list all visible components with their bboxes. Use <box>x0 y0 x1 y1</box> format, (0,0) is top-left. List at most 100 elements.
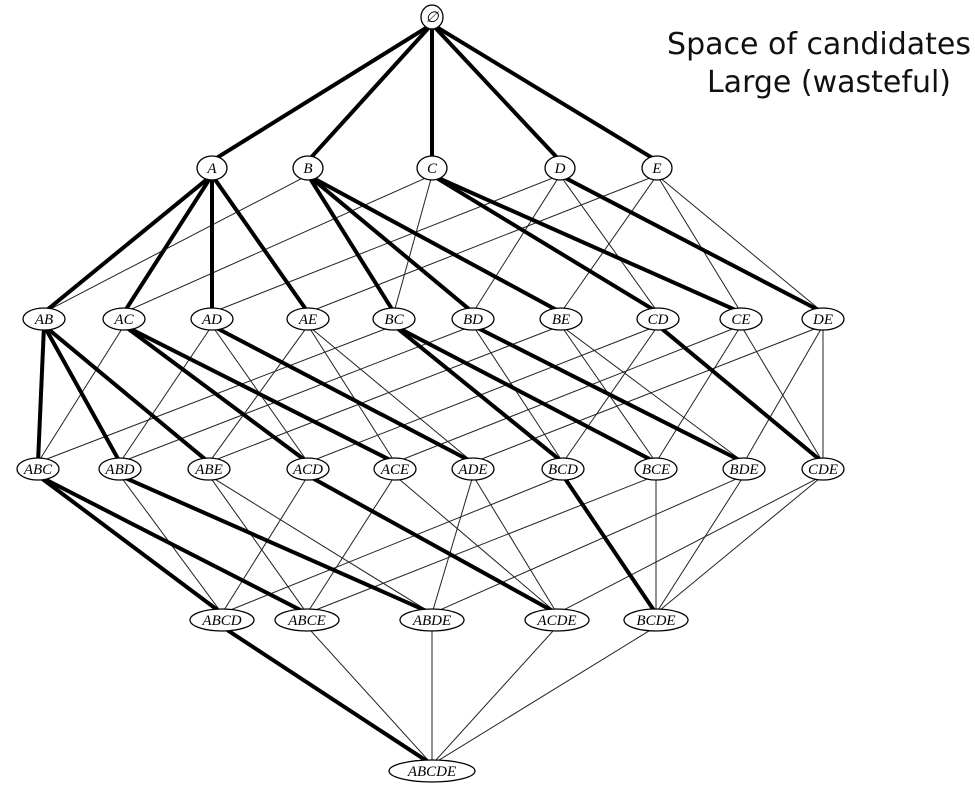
node-cde: CDE <box>801 457 845 481</box>
node-label: AE <box>298 312 317 328</box>
edge-bc-bcd <box>392 323 565 465</box>
node-label: C <box>427 161 438 177</box>
node-label: ABCE <box>287 613 326 629</box>
node-label: AC <box>113 312 134 328</box>
node-label: A <box>206 161 217 177</box>
edge-bc-bce <box>392 323 658 465</box>
edge-de-ade <box>472 325 824 463</box>
node-abde: ABDE <box>399 608 465 632</box>
node-shape <box>102 307 146 331</box>
node-c: C <box>416 155 448 181</box>
node-cd: CD <box>636 307 680 331</box>
edge-ace-acde <box>394 475 558 614</box>
edge-abce-abcde <box>306 626 433 765</box>
node-label: ABD <box>104 462 134 478</box>
node-bd: BD <box>451 307 495 331</box>
edge-ad-ade <box>210 323 475 465</box>
node-be: BE <box>539 307 583 331</box>
node-ace: ACE <box>373 457 417 481</box>
node-label: BC <box>384 312 404 328</box>
node-label: BCD <box>548 462 578 478</box>
node-label: BCDE <box>636 613 675 629</box>
node-label: DE <box>812 312 833 328</box>
node-shape <box>274 608 340 632</box>
node-shape <box>286 307 330 331</box>
edge-e-de <box>656 174 824 313</box>
edge-a-ab <box>42 173 214 315</box>
edge-cde-acde <box>556 475 824 614</box>
edge-ab-abe <box>42 323 211 465</box>
node-a: A <box>196 155 228 181</box>
node-abc: ABC <box>16 457 60 481</box>
node-shape <box>187 457 231 481</box>
edge-c-cd <box>430 173 660 315</box>
edge-empty-b <box>306 22 434 163</box>
node-shape <box>98 457 142 481</box>
node-label: AD <box>201 312 222 328</box>
node-d: D <box>544 155 576 181</box>
node-shape <box>292 155 324 181</box>
lattice-edges <box>36 22 825 767</box>
edge-ce-bce <box>655 325 742 463</box>
edge-c-ce <box>430 173 743 315</box>
node-abce: ABCE <box>274 608 340 632</box>
node-label: B <box>303 161 312 177</box>
edge-e-ae <box>307 174 658 313</box>
node-label: CE <box>731 312 750 328</box>
edge-cd-acd <box>307 325 659 463</box>
node-label: BDE <box>729 462 758 478</box>
node-shape <box>190 307 234 331</box>
edge-b-bc <box>306 173 396 315</box>
edge-bce-abce <box>306 475 657 614</box>
node-label: ACD <box>292 462 323 478</box>
node-ab: AB <box>22 307 66 331</box>
edge-bde-abde <box>431 475 745 614</box>
edge-abcd-abcde <box>220 624 434 767</box>
edge-ac-ace <box>122 323 397 465</box>
node-shape <box>16 457 60 481</box>
edge-acde-abcde <box>431 626 558 765</box>
edge-e-ce <box>656 174 742 313</box>
caption-title: Space of candidates <box>667 27 971 62</box>
node-label: ABCDE <box>407 764 456 780</box>
node-abd: ABD <box>98 457 142 481</box>
node-shape <box>634 457 678 481</box>
edge-c-ac <box>123 174 433 313</box>
node-shape <box>801 307 845 331</box>
node-e: E <box>641 155 673 181</box>
edge-ac-acd <box>122 323 310 465</box>
node-b: B <box>292 155 324 181</box>
node-shape <box>416 155 448 181</box>
node-ce: CE <box>719 307 763 331</box>
edge-bd-bcd <box>472 325 564 463</box>
node-ac: AC <box>102 307 146 331</box>
node-label: CD <box>648 312 669 328</box>
node-bcd: BCD <box>541 457 585 481</box>
node-abcd: ABCD <box>189 608 255 632</box>
node-label: BD <box>463 312 483 328</box>
edge-cde-bcde <box>655 475 824 614</box>
edge-b-ab <box>43 174 309 313</box>
node-shape <box>388 759 476 783</box>
node-label: ABC <box>23 462 53 478</box>
edge-be-abe <box>208 325 562 463</box>
node-shape <box>524 608 590 632</box>
edge-bcd-bcde <box>561 473 658 616</box>
node-shape <box>719 307 763 331</box>
node-ade: ADE <box>451 457 495 481</box>
edge-ce-ace <box>394 325 742 463</box>
node-acde: ACDE <box>524 608 590 632</box>
node-shape <box>636 307 680 331</box>
node-ae: AE <box>286 307 330 331</box>
node-label: ACDE <box>536 613 576 629</box>
node-shape <box>451 307 495 331</box>
node-abe: ABE <box>187 457 231 481</box>
edge-bde-bcde <box>655 475 745 614</box>
node-shape <box>801 457 845 481</box>
node-shape <box>451 457 495 481</box>
edge-acd-acde <box>306 473 559 616</box>
edge-e-be <box>560 174 658 313</box>
edge-b-bd <box>306 173 475 315</box>
